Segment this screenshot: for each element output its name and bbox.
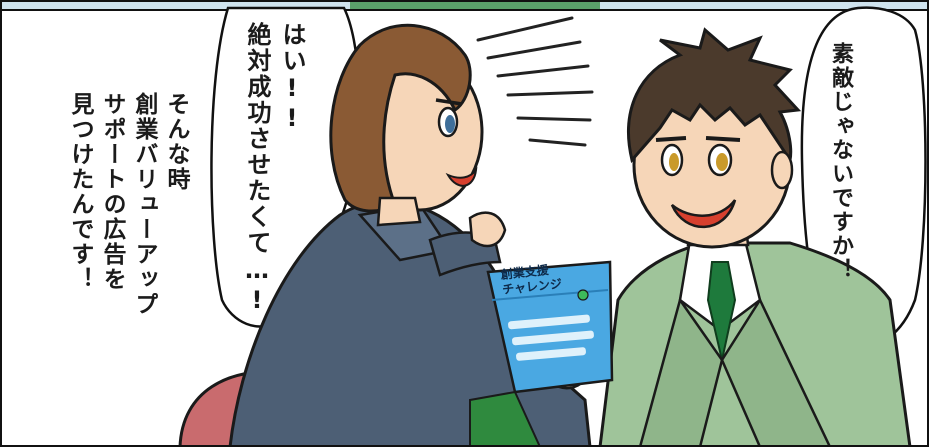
narration-line-2: 創業バリューアップ <box>131 92 157 317</box>
top-panel-strip <box>0 0 929 11</box>
narration-line-3: サポートの広告を <box>99 92 125 292</box>
emphasis-lines <box>476 16 594 147</box>
speech-line-yes: はい!! <box>278 22 306 134</box>
speech-text-woman: はい!! 絶対成功させたくて…! <box>240 22 310 316</box>
narration-text: そんな時 創業バリューアップ サポートの広告を 見つけたんです！ <box>64 92 192 317</box>
flyer <box>469 260 614 447</box>
narration-line-4: 見つけたんです！ <box>67 92 93 292</box>
speech-line-success: 絶対成功させたくて…! <box>243 22 271 316</box>
flyer-title: 創業支援 チャレンジ <box>500 262 563 298</box>
speech-text-man: 素敵じゃないですか！ <box>828 42 853 282</box>
woman-character <box>178 23 592 447</box>
man-character <box>598 27 912 447</box>
narration-line-1: そんな時 <box>163 92 189 192</box>
